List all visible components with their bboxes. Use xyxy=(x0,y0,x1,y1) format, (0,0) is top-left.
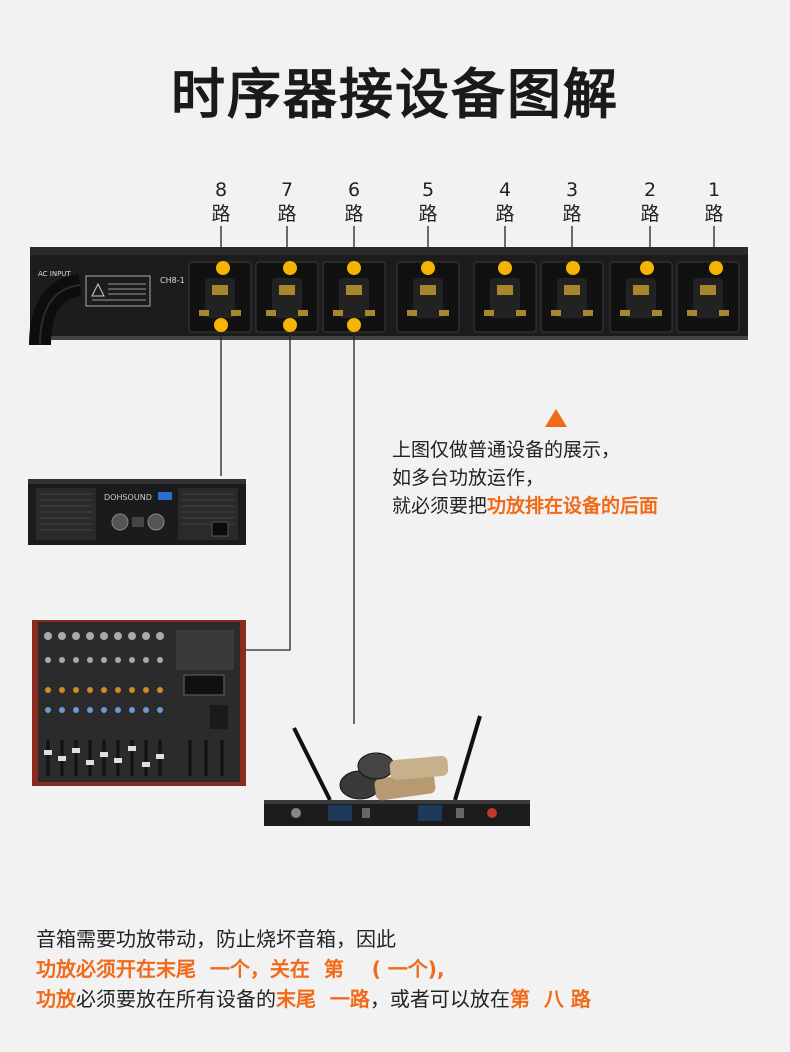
bottom-line-2: 功放必须开在末尾 一个，关在 第 ( 一个), xyxy=(36,957,445,981)
outlet-6 xyxy=(322,261,386,333)
ac-input-text: AC INPUT xyxy=(38,270,71,278)
note-line-3: 就必须要把功放排在设备的后面 xyxy=(392,495,659,517)
bottom-line-1: 音箱需要功放带动，防止烧坏音箱，因此 xyxy=(36,927,396,951)
wireless-mic-receiver xyxy=(264,715,530,826)
warning-label xyxy=(85,275,151,307)
bottom-explanation: 音箱需要功放带动，防止烧坏音箱，因此 功放必须开在末尾 一个，关在 第 ( 一个… xyxy=(36,924,591,1014)
note-box: 上图仅做普通设备的展示， 如多台功放运作， 就必须要把功放排在设备的后面 xyxy=(392,436,658,520)
outlet-1 xyxy=(676,261,740,333)
note-highlight: 功放排在设备的后面 xyxy=(487,495,659,517)
outlet-3 xyxy=(540,261,604,333)
amplifier-brand: DOHSOUND xyxy=(104,493,152,502)
outlet-4 xyxy=(473,261,537,333)
bottom-markers xyxy=(214,318,361,332)
outlet-8 xyxy=(188,261,252,333)
top-markers xyxy=(216,261,723,275)
outlet-5 xyxy=(396,261,460,333)
outlet-7 xyxy=(255,261,319,333)
model-text: CH8-1 xyxy=(160,276,185,285)
outlet-2 xyxy=(609,261,673,333)
triangle-icon xyxy=(545,409,567,427)
warning-icon xyxy=(91,282,105,297)
note-line-1: 上图仅做普通设备的展示， xyxy=(392,439,621,461)
outlets xyxy=(188,261,740,333)
page-title: 时序器接设备图解 xyxy=(171,63,619,126)
note-line-2: 如多台功放运作， xyxy=(392,467,545,489)
connection-lines xyxy=(220,332,355,724)
bottom-line-3: 功放必须要放在所有设备的末尾 一路，或者可以放在第 八 路 xyxy=(36,987,591,1011)
audio-mixer xyxy=(32,620,246,786)
power-amplifier: DOHSOUND xyxy=(28,479,246,545)
